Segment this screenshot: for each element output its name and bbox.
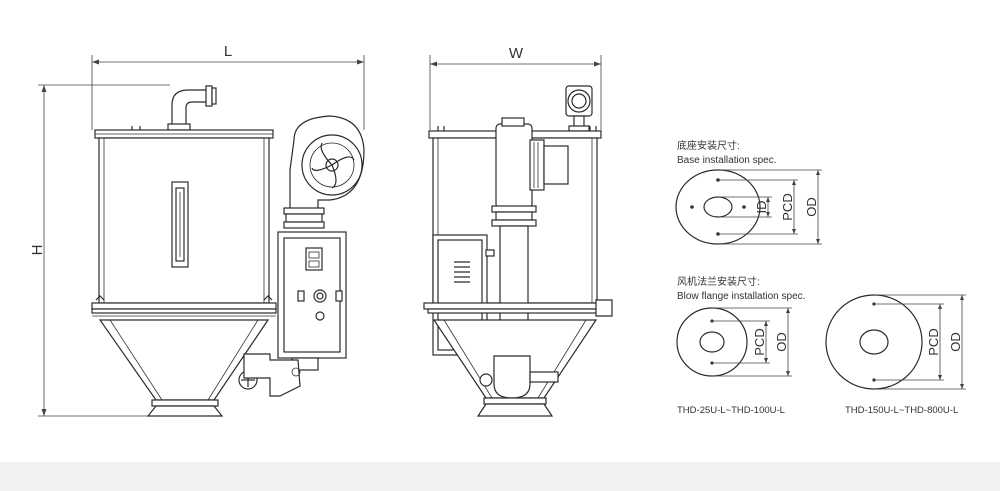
flange-spec-title-en: Blow flange installation spec. [677,291,805,302]
dimension-h-label: H [29,245,46,256]
large-od-label: OD [948,332,963,352]
side-blower [491,117,569,227]
blower-fan [283,115,365,229]
large-flange-caption: THD-150U-L~THD-800U-L [845,405,958,416]
dimension-w: W [429,45,602,130]
base-pcd-label: PCD [780,193,795,220]
footer-band [0,462,1000,491]
base-bore [703,196,733,218]
flange-spec-title-cn: 风机法兰安装尺寸: [677,275,760,288]
base-spec-title-en: Base installation spec. [677,155,777,166]
top-inlet-elbow [167,85,217,131]
side-inlet [565,85,593,132]
small-flange-caption: THD-25U-L~THD-100U-L [677,405,785,416]
large-pcd-label: PCD [926,328,941,355]
base-od-label: OD [804,197,819,217]
flange-spec: 风机法兰安装尺寸: Blow flange installation spec.… [676,275,966,416]
dimension-l-label: L [224,43,232,60]
small-pcd-label: PCD [752,328,767,355]
base-id-label: ID [754,201,769,214]
base-spec: 底座安装尺寸: Base installation spec. ID [675,139,822,245]
dimension-l: L [91,43,365,130]
control-box [277,231,347,359]
small-flange: PCD OD THD-25U-L~THD-100U-L [676,307,792,416]
sight-glass [171,181,189,268]
front-view: L H [29,43,365,417]
dimension-w-label: W [509,45,524,62]
side-view: W [423,45,613,417]
base-spec-title-cn: 底座安装尺寸: [677,139,740,152]
large-flange: PCD OD THD-150U-L~THD-800U-L [825,294,966,416]
dimension-h: H [29,84,170,417]
small-od-label: OD [774,332,789,352]
air-duct [243,353,319,397]
